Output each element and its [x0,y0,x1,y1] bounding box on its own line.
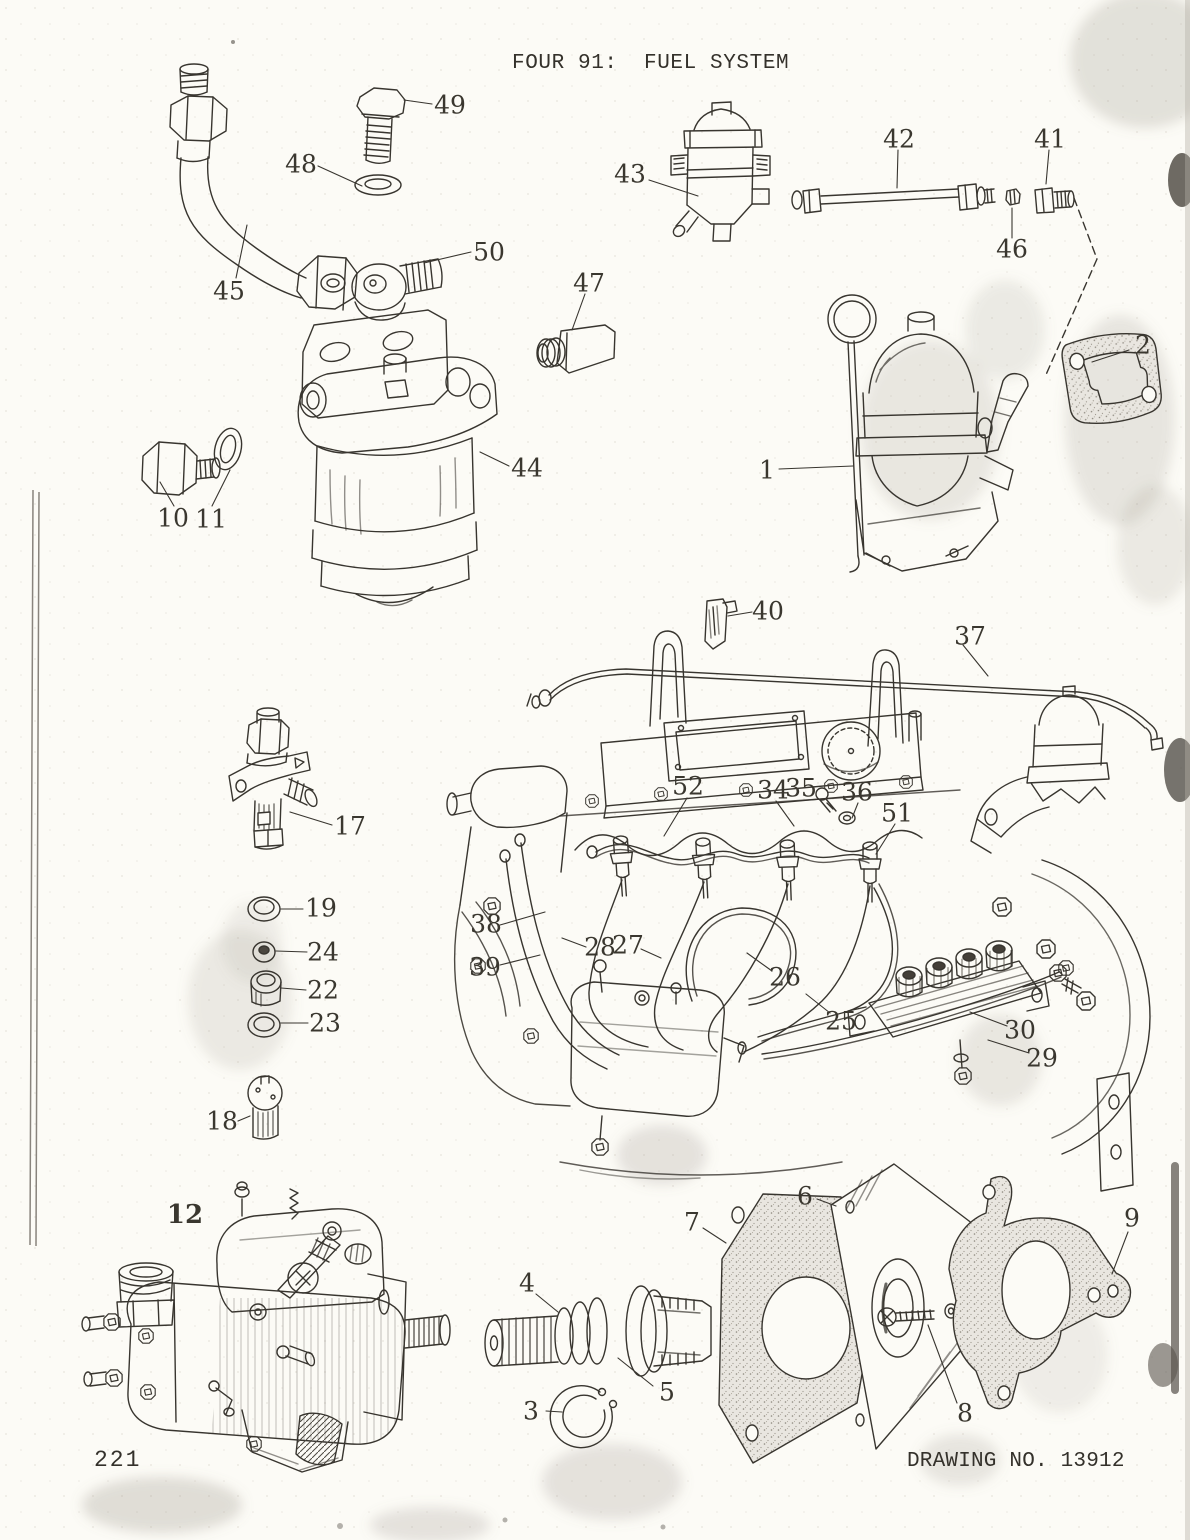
callout-37: 37 [954,621,986,651]
lifting-eyes [649,630,904,747]
bell-housing [992,859,1151,1192]
engine-front-lower [453,897,843,1180]
rocker-cover [600,710,924,819]
page-number: 221 [94,1447,142,1473]
callout-6: 6 [797,1181,813,1211]
callout-51: 51 [881,798,913,828]
callout-30: 30 [1004,1015,1036,1045]
part-19-washer [247,896,281,922]
callout-49: 49 [434,90,466,120]
dashed-leader-line [1044,197,1098,378]
pipe-clip-40 [704,598,738,650]
callout-2: 2 [1135,330,1151,360]
callout-8: 8 [957,1398,973,1428]
callout-25: 25 [825,1006,857,1036]
callout-46: 46 [996,234,1028,264]
callout-24: 24 [307,937,339,967]
callout-50: 50 [473,237,505,267]
callout-4: 4 [519,1268,535,1298]
part-49-banjo-bolt [356,87,406,164]
fuel-return-pipe-37 [526,668,1164,751]
part-29-30-leak-off-manifold [847,940,1082,1085]
callout-3: 3 [523,1396,539,1426]
callout-19: 19 [305,893,337,923]
feed-pipes-38-39 [461,833,620,1070]
callout-29: 29 [1026,1043,1058,1073]
part-17-connector [228,707,318,850]
callout-43: 43 [614,159,646,189]
leader-lines [159,99,1130,1413]
callout-11: 11 [195,504,227,534]
part-47-adapter [536,324,616,374]
callout-39: 39 [469,952,501,982]
part-4-drive-coupling [484,1285,712,1377]
callout-40: 40 [752,596,784,626]
washer-36 [838,811,856,825]
part-41-union [1034,187,1075,214]
part-8-screw [877,1307,935,1327]
callout-48: 48 [285,149,317,179]
callout-22: 22 [307,975,339,1005]
page-title: FOUR 91: FUEL SYSTEM [512,52,790,75]
page-edge-marks [29,0,1190,1540]
callout-45: 45 [213,276,245,306]
part-46-ferrule [1005,188,1021,206]
callout-5: 5 [659,1377,675,1407]
drawing-number: DRAWING NO. 13912 [907,1450,1125,1473]
leak-off-pipe-52 [586,843,870,866]
part-44-fuel-filter [297,309,498,607]
callout-52: 52 [672,771,704,801]
part-3-circlip [549,1385,618,1449]
callout-10: 10 [157,503,189,533]
callout-38: 38 [470,909,502,939]
part-18-nozzle [247,1075,283,1140]
lift-pump-mounted [970,685,1110,854]
callout-7: 7 [684,1207,700,1237]
part-23-washer [247,1012,281,1038]
callout-47: 47 [573,268,605,298]
banjo-bolt-35 [815,787,837,813]
callout-26: 26 [769,962,801,992]
callout-18: 18 [206,1106,238,1136]
callout-23: 23 [309,1008,341,1038]
callout-34: 34 [757,775,789,805]
part-43-fuel-trap [670,101,771,242]
callout-9: 9 [1124,1203,1140,1233]
part-45-fuel-pipe [169,63,358,311]
part-9-gasket [948,1175,1132,1410]
part-48-washer [354,174,402,196]
callout-12: 12 [166,1200,204,1230]
part-22-bush [250,970,282,1007]
callout-44: 44 [511,453,543,483]
callout-41: 41 [1034,124,1066,154]
thermostat-housing [446,765,568,906]
callout-36: 36 [841,777,873,807]
injection-pump-mounted [570,959,747,1156]
part-2-gasket [1061,332,1162,425]
part-12-injection-pump [81,1181,451,1473]
part-11-washer [213,427,243,471]
callout-35: 35 [785,773,817,803]
part-42-pipe [791,183,996,214]
part-7-gasket-plate [718,1193,878,1464]
callout-42: 42 [883,124,915,154]
callout-17: 17 [334,811,366,841]
callout-27: 27 [612,930,644,960]
part-50-banjo-union [351,258,443,321]
part-1-lift-pump [827,294,1029,573]
part-24-washer [252,941,276,963]
callout-1: 1 [759,455,775,485]
callout-28: 28 [584,932,616,962]
